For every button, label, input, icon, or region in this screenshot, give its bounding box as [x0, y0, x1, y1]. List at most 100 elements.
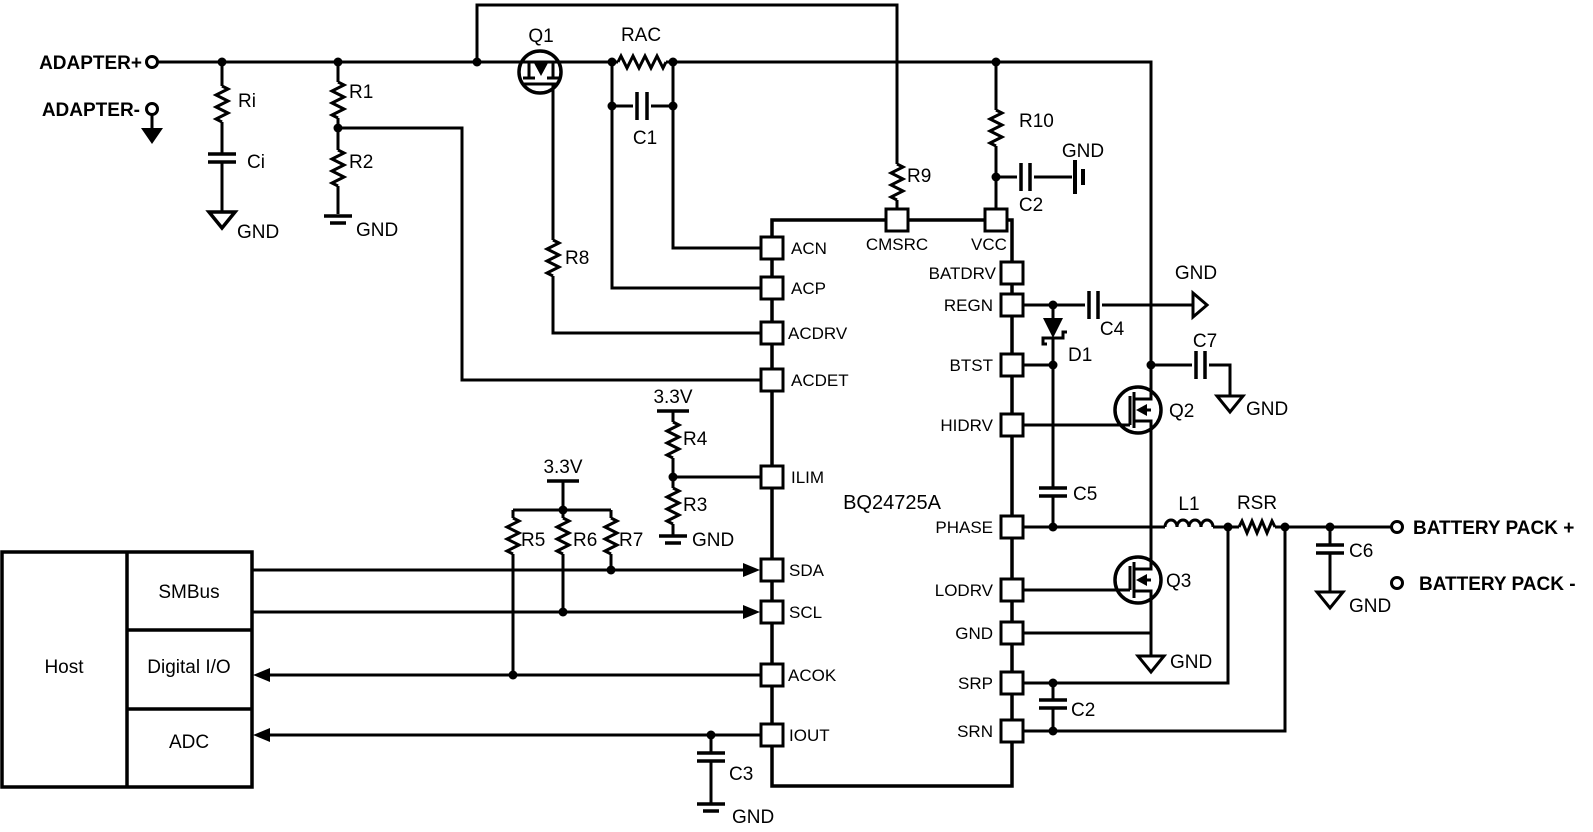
junction-dot: [991, 57, 1001, 67]
resistor-r8: [543, 238, 563, 278]
pin-scl: [759, 599, 785, 625]
junction-dot: [991, 172, 1001, 182]
inductor-l1-coils: [1163, 518, 1215, 528]
wire-c1-left: [610, 62, 633, 108]
gnd-label-q3: GND: [1170, 652, 1212, 673]
resistor-r10: [986, 108, 1006, 148]
pin-label-srp: SRP: [958, 674, 993, 693]
gnd-label-c6: GND: [1349, 596, 1391, 617]
ri-label: Ri: [238, 91, 256, 112]
resistor-r9: [887, 162, 907, 202]
gnd-label-c7: GND: [1246, 399, 1288, 420]
capacitor-c3: [697, 751, 725, 763]
rac-label: RAC: [621, 25, 661, 46]
gnd-bars-c3: [697, 802, 725, 813]
pin-label-gnd: GND: [955, 624, 993, 643]
adapter-minus-arrow: [141, 128, 163, 144]
capacitor-c2-bottom: [1039, 698, 1067, 710]
capacitor-c5: [1039, 486, 1067, 498]
junction-dot: [668, 472, 678, 482]
capacitor-c7: [1194, 351, 1207, 379]
junction-dot: [1048, 360, 1058, 370]
junction-dot: [1325, 522, 1335, 532]
q2-label: Q2: [1169, 401, 1194, 422]
capacitor-c1: [635, 92, 649, 120]
ic-pin-boxes: [759, 207, 1025, 748]
c4-label: C4: [1100, 319, 1125, 340]
ci-label: Ci: [247, 152, 265, 173]
junction-dot: [508, 670, 518, 680]
junction-dot: [668, 101, 678, 111]
pin-acok: [759, 662, 785, 688]
pin-label-acn: ACN: [791, 239, 827, 258]
c2-bottom-label: C2: [1071, 700, 1095, 721]
arrow-scl-icon: [743, 605, 760, 619]
gnd-triangle-c6: [1313, 590, 1347, 611]
wire-cmsrc-loop: [475, 3, 899, 164]
host-adc-label: ADC: [169, 732, 209, 753]
c6-label: C6: [1349, 541, 1373, 562]
gnd-label-c3: GND: [732, 807, 774, 828]
wire-acn: [671, 106, 761, 250]
wire-srn: [1023, 527, 1287, 733]
q3-label: Q3: [1166, 571, 1191, 592]
r7-label: R7: [619, 530, 643, 551]
inductor-l1: [1163, 518, 1215, 528]
r6-label: R6: [573, 530, 597, 551]
resistor-r4: [663, 420, 683, 460]
q2-arrow-icon: [1136, 404, 1147, 416]
wire-adapter-rail-right: [666, 60, 1153, 387]
gnd-label-c4: GND: [1175, 263, 1217, 284]
c5-label: C5: [1073, 484, 1097, 505]
q3-internals: [1128, 557, 1153, 603]
pin-label-sda: SDA: [789, 561, 825, 580]
ic-name-label: BQ24725A: [843, 492, 942, 514]
junction-dot: [607, 57, 617, 67]
pin-regn: [999, 292, 1025, 318]
host-dividers: [125, 552, 252, 787]
battery-minus-label: BATTERY PACK -: [1419, 574, 1576, 595]
l1-label: L1: [1178, 494, 1199, 515]
gnd-triangle-c7: [1213, 394, 1247, 415]
gnd-bars-r2: [324, 214, 352, 225]
wire-acdrv: [551, 276, 761, 335]
signal-arrows: [253, 563, 760, 742]
pin-label-scl: SCL: [789, 603, 822, 622]
pin-label-acdet: ACDET: [791, 371, 849, 390]
pin-acdrv: [759, 320, 785, 346]
host-block: [0, 550, 254, 789]
labels: ADAPTER+ ADAPTER- BATTERY PACK + BATTERY…: [39, 25, 1576, 828]
pin-lodrv: [999, 577, 1025, 603]
r10-label: R10: [1019, 111, 1054, 132]
capacitor-ci: [208, 152, 236, 164]
d1-cathode-bar: [1041, 330, 1067, 346]
junction-dot: [333, 57, 343, 67]
junction-dot: [606, 565, 616, 575]
resistor-r3: [663, 486, 683, 526]
pin-label-srn: SRN: [957, 722, 993, 741]
diode-d1: [1041, 318, 1067, 346]
terminal-battery-minus: [1390, 576, 1404, 590]
rsr-label: RSR: [1237, 493, 1277, 514]
pin-hidrv: [999, 412, 1025, 438]
gnd-bars-r3: [659, 534, 687, 545]
resistors: [212, 52, 1277, 556]
c7-label: C7: [1193, 331, 1217, 352]
pin-label-lodrv: LODRV: [935, 581, 994, 600]
wires: [150, 3, 1391, 804]
resistor-r5: [503, 516, 523, 556]
pin-label-regn: REGN: [944, 296, 993, 315]
pin-acdet: [759, 367, 785, 393]
capacitor-c2-top: [1019, 163, 1032, 191]
pin-label-phase: PHASE: [935, 518, 993, 537]
gnd-label-r3: GND: [692, 530, 734, 551]
ground-symbols: [141, 128, 1347, 813]
gnd-flag-c4: [1191, 289, 1210, 321]
pin-acp: [759, 275, 785, 301]
terminal-adapter-plus: [145, 55, 159, 69]
adapter-minus-label: ADAPTER-: [42, 100, 140, 121]
pin-label-iout: IOUT: [789, 726, 830, 745]
pin-label-btst: BTST: [950, 356, 993, 375]
pin-label-hidrv: HIDRV: [940, 416, 993, 435]
